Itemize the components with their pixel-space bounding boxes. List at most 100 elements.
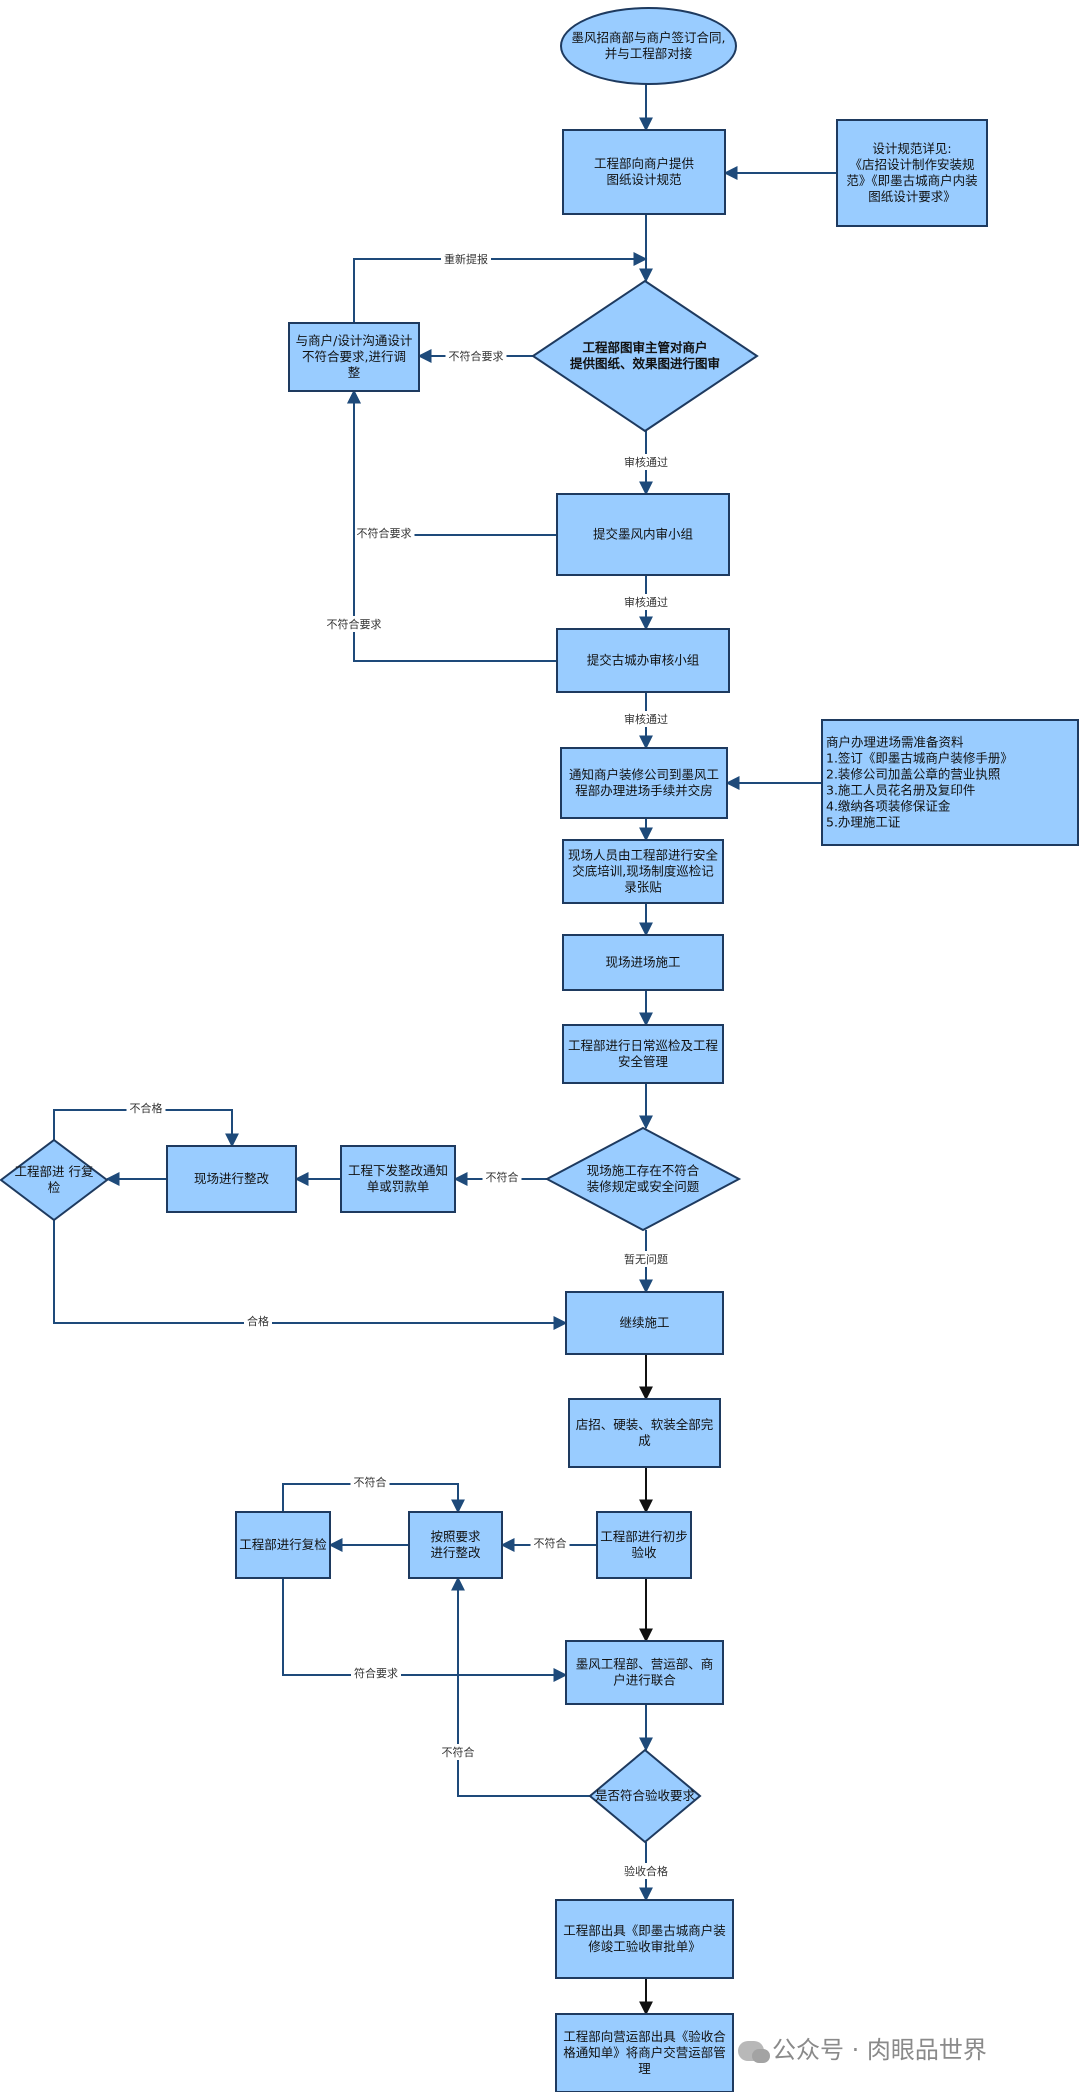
node-recheck2: 工程部进行复检 bbox=[235, 1511, 331, 1579]
node-shape bbox=[555, 2013, 734, 2092]
node-shape bbox=[565, 1640, 724, 1705]
node-text-line: 工程部进行日常巡检及工程 bbox=[568, 1038, 719, 1053]
edge-e5 bbox=[353, 252, 648, 323]
edge-label-bg bbox=[445, 348, 507, 364]
edge-e30 bbox=[451, 1576, 590, 1797]
edge-label-bg bbox=[621, 1251, 671, 1267]
node-shape bbox=[588, 1748, 702, 1844]
node-shape bbox=[568, 1398, 721, 1468]
node-shape bbox=[556, 628, 730, 693]
node-text-line: 商户办理进场需准备资料 bbox=[826, 735, 964, 750]
edge-label-bg bbox=[323, 616, 385, 632]
edge-label: 暂无问题 bbox=[621, 1251, 671, 1267]
node-text-line: 工程下发整改通知 bbox=[348, 1163, 448, 1178]
edge-label-bg bbox=[438, 1744, 478, 1760]
edge-label-text: 重新提报 bbox=[444, 252, 488, 266]
edge-label-bg bbox=[126, 1100, 166, 1116]
edge-label-text: 不符合 bbox=[354, 1475, 387, 1489]
edge-label-text: 符合要求 bbox=[354, 1666, 398, 1680]
node-text-line: 现场施工存在不符合 bbox=[587, 1163, 700, 1178]
edge-label-bg bbox=[530, 1535, 570, 1551]
node-text-line: 提交墨风内审小组 bbox=[593, 527, 693, 542]
edge-label-bg bbox=[353, 525, 415, 541]
node-text-line: 提供图纸、效果图进行图审 bbox=[570, 356, 720, 371]
node-text-line: 店招、硬装、软装全部完 bbox=[576, 1417, 714, 1432]
edge-label: 合格 bbox=[244, 1313, 272, 1329]
edge-label: 不符合要求 bbox=[353, 525, 415, 541]
watermark-text: 公众号 · 肉眼品世界 bbox=[772, 2036, 987, 2064]
edge-label-text: 不符合要求 bbox=[449, 349, 504, 363]
node-shape bbox=[560, 7, 737, 85]
node-shape bbox=[0, 1138, 109, 1222]
node-start: 墨风招商部与商户签订合同,并与工程部对接 bbox=[560, 7, 737, 85]
edge-label: 审核通过 bbox=[621, 454, 671, 470]
node-text-line: 工程部向营运部出具《验收合 bbox=[563, 2029, 726, 2044]
node-text-line: 工程部进 行复 bbox=[15, 1164, 94, 1179]
node-text-line: 装修规定或安全问题 bbox=[587, 1179, 700, 1194]
node-shape bbox=[544, 1126, 742, 1232]
node-city: 提交古城办审核小组 bbox=[556, 628, 730, 693]
edge-label-bg bbox=[441, 251, 491, 267]
node-text-line: 《店招设计制作安装规 bbox=[849, 157, 974, 172]
node-text-line: 检 bbox=[48, 1180, 61, 1195]
node-shape bbox=[555, 1899, 734, 1979]
edge-label-bg bbox=[351, 1665, 401, 1681]
watermark: 公众号 · 肉眼品世界 bbox=[738, 2030, 987, 2065]
node-text-line: 进行整改 bbox=[430, 1545, 481, 1560]
node-text-line: 图纸设计规范 bbox=[606, 172, 681, 187]
node-text-line: 工程部进行复检 bbox=[239, 1537, 327, 1552]
node-text-line: 交底培训,现场制度巡检记 bbox=[572, 864, 714, 879]
edges-layer: 不符合要求重新提报审核通过不符合要求审核通过不符合要求审核通过不符合不合格合格暂… bbox=[53, 84, 837, 2016]
node-text-line: 并与工程部对接 bbox=[605, 46, 693, 61]
node-text-line: 与商户/设计沟通设计 bbox=[296, 333, 413, 348]
edge-label-text: 验收合格 bbox=[624, 1864, 668, 1878]
edge-e27 bbox=[282, 1578, 568, 1682]
edge-label-text: 审核通过 bbox=[624, 712, 668, 726]
node-materials: 商户办理进场需准备资料 1.签订《即墨古城商户装修手册》2.装修公司加盖公章的营… bbox=[821, 719, 1079, 846]
node-text-line: 理 bbox=[638, 2061, 651, 2076]
edge-label: 审核通过 bbox=[621, 594, 671, 610]
node-text-line: 现场进行整改 bbox=[194, 1171, 270, 1186]
node-shape bbox=[235, 1511, 331, 1579]
node-text-line: 设计规范详见: bbox=[872, 141, 951, 156]
node-text-line: 工程部向商户提供 bbox=[594, 156, 694, 171]
node-text-line: 户进行联合 bbox=[613, 1673, 676, 1688]
node-text-line: 现场人员由工程部进行安全 bbox=[568, 848, 719, 863]
wechat-icon bbox=[738, 2041, 770, 2063]
edge-label-bg bbox=[621, 454, 671, 470]
node-text-line: 成 bbox=[638, 1433, 651, 1448]
edge-label-bg bbox=[350, 1474, 390, 1490]
edge-label-text: 不符合 bbox=[442, 1745, 475, 1759]
node-shape bbox=[562, 1024, 724, 1084]
edge-label: 不符合 bbox=[350, 1474, 390, 1490]
node-text-line: 不符合要求,进行调 bbox=[302, 349, 406, 364]
node-shape bbox=[560, 747, 728, 819]
edge-label: 审核通过 bbox=[621, 711, 671, 727]
node-text-line: 安全管理 bbox=[618, 1054, 669, 1069]
node-shape bbox=[836, 119, 988, 227]
node-text-line: 格通知单》将商户交营运部管 bbox=[563, 2045, 726, 2060]
node-text-line: 继续施工 bbox=[619, 1315, 669, 1330]
node-shape bbox=[596, 1511, 692, 1579]
node-shape bbox=[562, 934, 724, 991]
edge-label-text: 合格 bbox=[247, 1314, 269, 1328]
edge-label-text: 不符合 bbox=[486, 1170, 519, 1184]
edge-label: 重新提报 bbox=[441, 251, 491, 267]
node-shape bbox=[166, 1145, 297, 1213]
node-text-line: 墨风工程部、营运部、商 bbox=[576, 1657, 714, 1672]
node-rectify1: 现场进行整改 bbox=[166, 1145, 297, 1213]
node-shape bbox=[288, 322, 420, 392]
edge-label-bg bbox=[621, 711, 671, 727]
node-continue: 继续施工 bbox=[565, 1291, 724, 1355]
